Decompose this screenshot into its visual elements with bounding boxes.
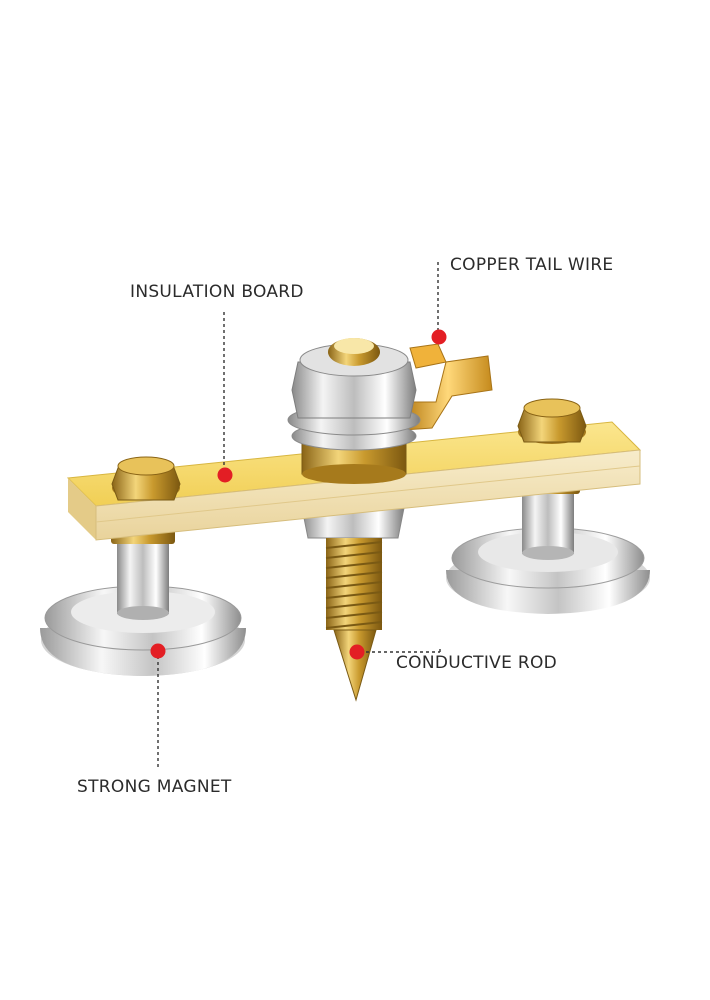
copper-tail-wire	[403, 343, 493, 431]
conductive-rod	[301, 507, 405, 702]
markers	[150, 329, 447, 660]
marker-rod	[349, 644, 365, 660]
left-bolt	[111, 456, 181, 501]
strong-magnet-label: STRONG MAGNET	[77, 777, 232, 797]
marker-copper	[431, 329, 447, 345]
copper-tail-wire-label: COPPER TAIL WIRE	[450, 255, 614, 275]
marker-magnet	[150, 643, 166, 659]
center-stud	[287, 338, 421, 484]
conductive-rod-label: CONDUCTIVE ROD	[396, 653, 558, 673]
leader-lines	[157, 262, 441, 768]
insulation-board-label: INSULATION BOARD	[130, 282, 304, 302]
left-magnet	[40, 528, 246, 676]
right-bolt	[517, 398, 587, 444]
marker-insulation	[217, 467, 233, 483]
